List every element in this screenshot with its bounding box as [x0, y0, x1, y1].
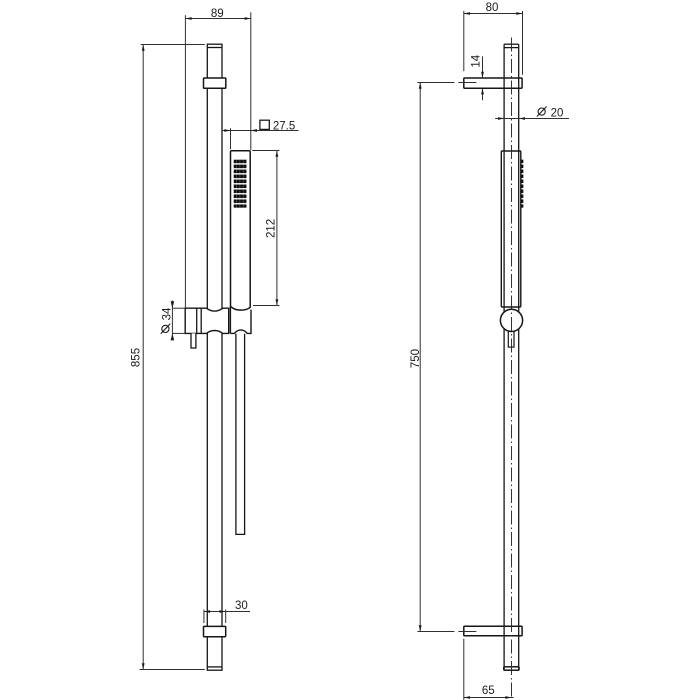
svg-text:750: 750 [410, 349, 422, 368]
svg-text:20: 20 [551, 108, 564, 120]
svg-text:34: 34 [162, 307, 174, 320]
svg-text:80: 80 [486, 2, 499, 14]
svg-text:30: 30 [235, 600, 248, 612]
svg-text:89: 89 [211, 8, 224, 20]
svg-text:855: 855 [131, 348, 143, 367]
svg-text:212: 212 [266, 219, 278, 238]
svg-text:65: 65 [482, 685, 495, 697]
svg-text:14: 14 [470, 54, 482, 67]
svg-text:27.5: 27.5 [273, 121, 295, 133]
